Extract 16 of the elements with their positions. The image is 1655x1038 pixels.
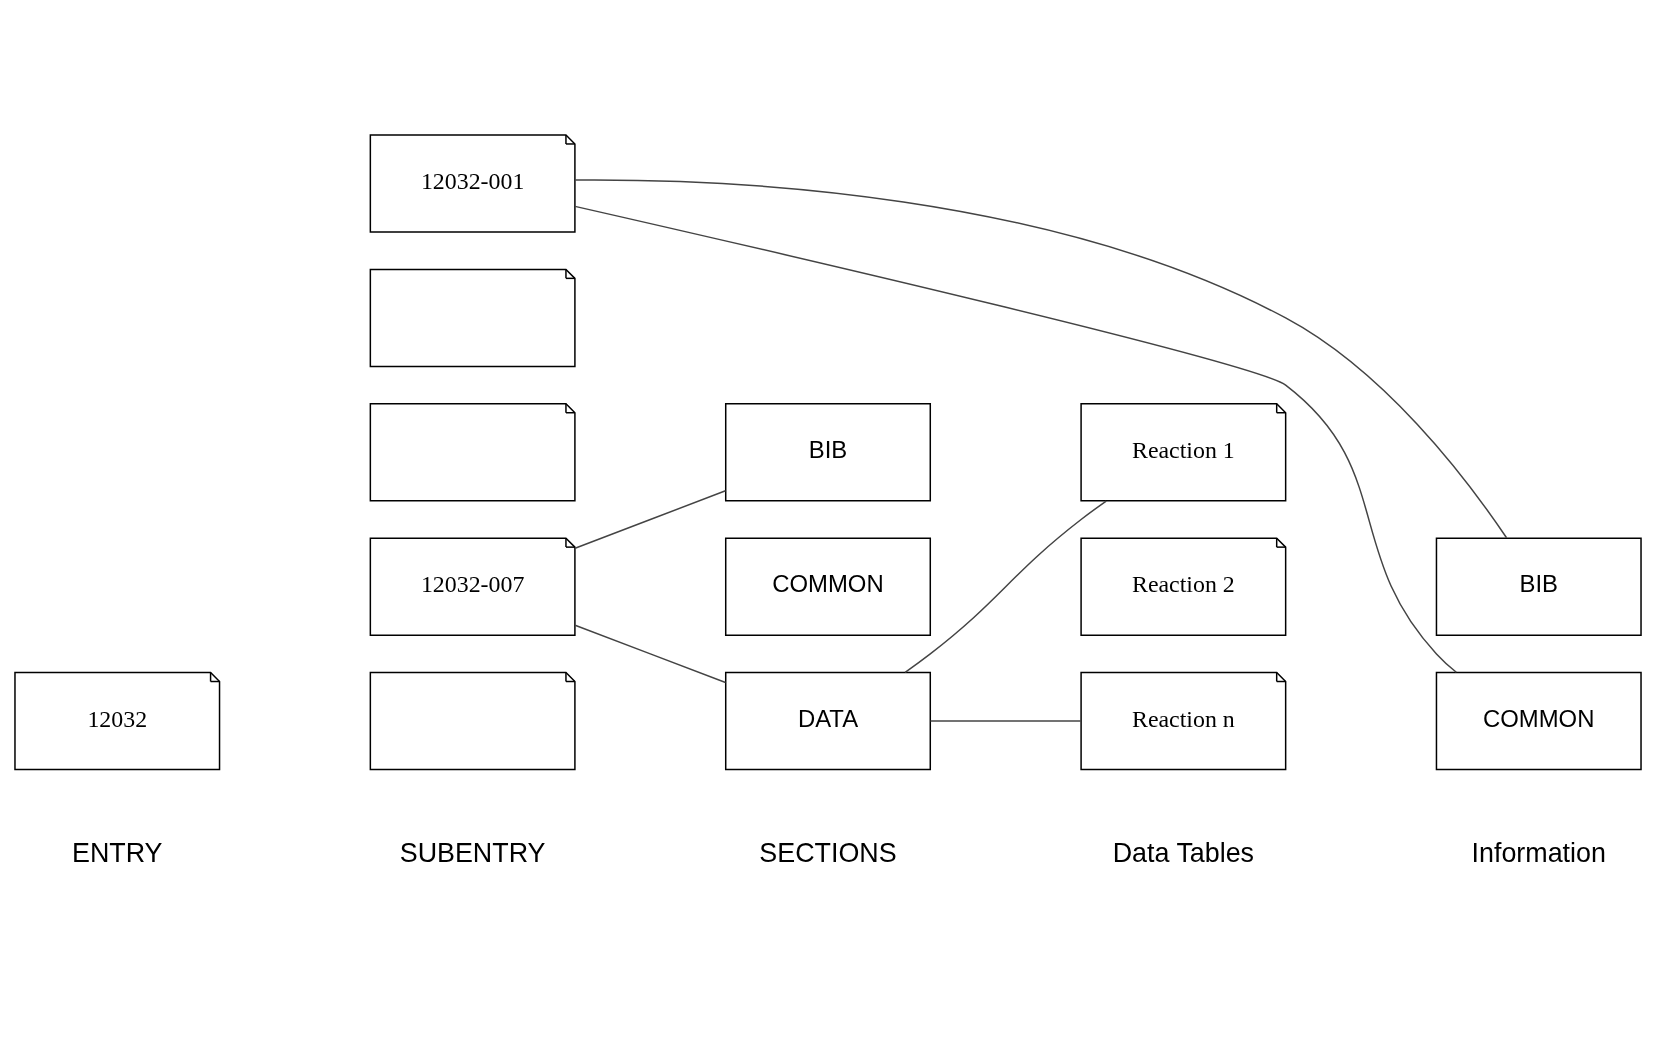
node-box: COMMON [724,536,931,636]
node-box: DATA [724,671,931,770]
label: SECTIONS [758,837,897,868]
connector [573,205,1457,673]
connector [573,489,726,549]
connector [573,623,726,683]
node-box: BIB [1435,536,1642,636]
label: Information [1471,837,1606,868]
node-box: COMMON [1435,671,1642,770]
node-box: BIB [724,402,931,502]
connector [573,178,1507,539]
label: SUBENTRY [399,837,546,868]
connector [929,719,1082,722]
label: ENTRY [71,837,163,868]
label: Data Tables [1112,837,1254,868]
connector [903,499,1107,673]
